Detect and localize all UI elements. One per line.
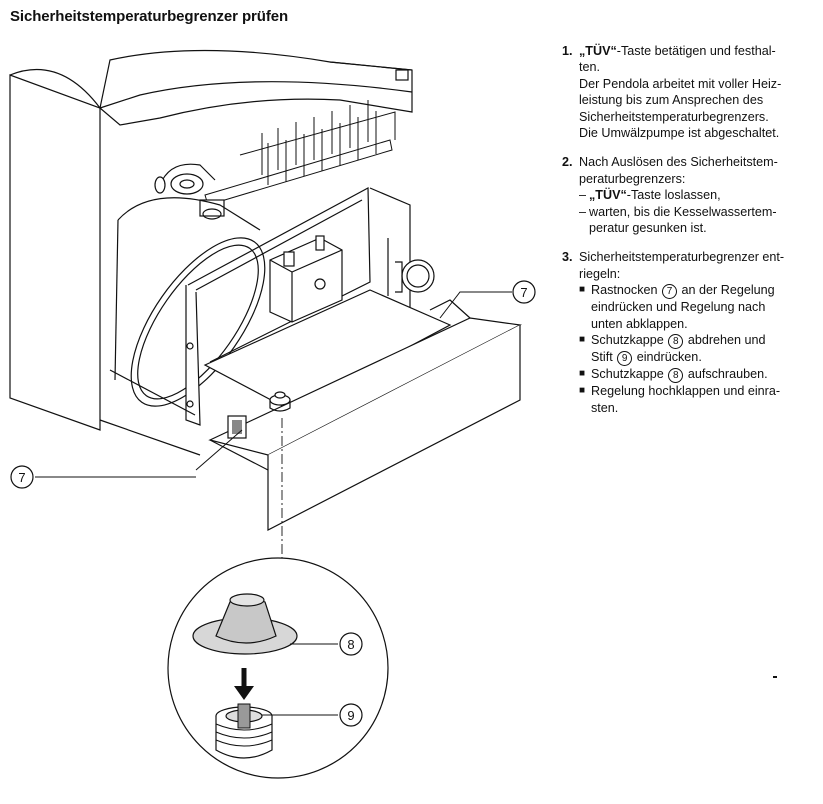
bullet-item: ■ Schutzkappe 8 aufschrauben. <box>579 366 817 384</box>
callout-ref: 8 <box>668 368 684 384</box>
bullet-item-cont: eindrücken und Regelung nach <box>591 300 766 315</box>
step-3-line: Sicherheitstemperaturbegrenzer ent- <box>579 250 785 265</box>
step-1: 1. „TÜV“-Taste betätigen und festhal- te… <box>562 43 817 141</box>
step-2-line: peraturbegrenzers: <box>579 171 686 186</box>
bullet-text: Regelung hochklappen und einra- <box>591 384 781 399</box>
bullet-item: ■ Rastnocken 7 an der Regelung <box>579 282 817 300</box>
callout-7-left <box>10 465 34 489</box>
callout-8-label: 8 <box>347 637 354 652</box>
step-2-dash-item: –warten, bis die Kesselwassertem- <box>579 204 777 219</box>
step-3-line: riegeln: <box>579 266 621 281</box>
bullet-square-icon: ■ <box>579 284 586 296</box>
bullet-text: abdrehen und <box>687 333 766 348</box>
bullet-text: Rastnocken <box>591 283 658 298</box>
callout-7-right-label: 7 <box>520 285 527 300</box>
scan-artifact <box>773 676 777 678</box>
boiler-illustration: 7 7 8 9 <box>9 49 536 779</box>
bullet-text: Schutzkappe <box>591 333 664 348</box>
step-2-number: 2. <box>562 155 573 170</box>
step-1-line: Die Umwälzpumpe ist abgeschaltet. <box>579 126 780 141</box>
page-title: Sicherheitstemperaturbegrenzer prüfen <box>10 8 289 25</box>
instructions: 1. „TÜV“-Taste betätigen und festhal- te… <box>562 43 817 429</box>
dash-item-text: -Taste loslassen, <box>626 188 721 203</box>
bullet-item: ■ Regelung hochklappen und einra- <box>579 383 817 399</box>
step-2-dash-item: –„TÜV“-Taste loslassen, <box>579 188 721 203</box>
bullet-item-cont: Stift 9 eindrücken. <box>579 349 817 367</box>
callout-7-right <box>512 280 536 304</box>
step-3: 3. Sicherheitstemperaturbegrenzer ent- r… <box>562 249 817 415</box>
bullet-item: ■ Schutzkappe 8 abdrehen und <box>579 332 817 350</box>
bullet-square-icon: ■ <box>579 334 586 346</box>
callout-8 <box>339 632 363 656</box>
bullet-square-icon: ■ <box>579 368 586 380</box>
dash-item-text: warten, bis die Kesselwassertem- <box>589 204 777 219</box>
step-3-number: 3. <box>562 250 573 265</box>
step-1-line: Der Pendola arbeitet mit voller Heiz- <box>579 76 782 91</box>
callout-ref: 8 <box>668 334 684 350</box>
tuev-key-label: „TÜV“ <box>579 44 617 58</box>
bullet-item-cont: sten. <box>591 400 619 415</box>
step-1-line: ten. <box>579 60 601 75</box>
step-1-line: leistung bis zum Ansprechen des <box>579 93 764 108</box>
step-2: 2. Nach Auslösen des Sicherheitstem- per… <box>562 154 817 236</box>
detail-circle <box>167 557 389 779</box>
callout-ref: 7 <box>662 284 678 300</box>
bullet-text: Stift <box>591 350 613 365</box>
bullet-text: aufschrauben. <box>687 367 768 382</box>
tuev-key-label: „TÜV“ <box>589 188 627 203</box>
bullet-text: an der Regelung <box>681 283 775 298</box>
step-2-dash-item-cont: peratur gesunken ist. <box>589 221 707 236</box>
step-1-number: 1. <box>562 44 573 58</box>
callout-9 <box>339 703 363 727</box>
step-1-line: Sicherheitstemperaturbegrenzers. <box>579 109 769 124</box>
step-1-line: -Taste betätigen und festhal- <box>616 44 776 58</box>
callout-9-label: 9 <box>347 708 354 723</box>
bullet-text: eindrücken. <box>636 350 702 365</box>
step-2-line: Nach Auslösen des Sicherheitstem- <box>579 155 778 170</box>
bullet-text: Schutzkappe <box>591 367 664 382</box>
bullet-square-icon: ■ <box>579 385 586 397</box>
callout-7-left-label: 7 <box>18 470 25 485</box>
bullet-item-cont: unten abklappen. <box>591 316 688 331</box>
callout-ref: 9 <box>617 351 633 367</box>
